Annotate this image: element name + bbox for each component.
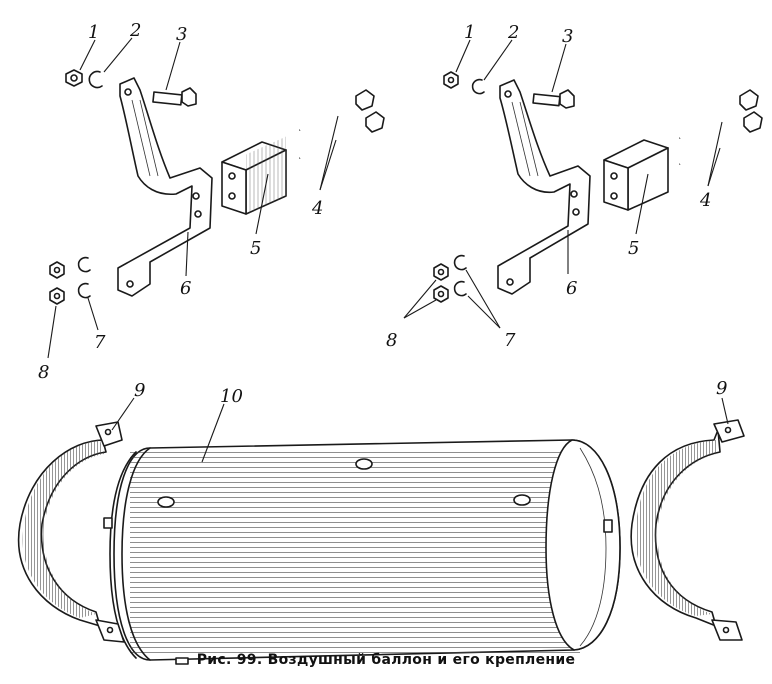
callout-5-left: 5 (250, 238, 261, 259)
callout-10: 10 (220, 386, 243, 407)
callout-6-right: 6 (566, 278, 577, 299)
callout-8-right: 8 (386, 330, 397, 351)
left-bracket-assembly (47, 37, 385, 359)
callout-9-left: 9 (134, 380, 145, 401)
callout-3-right: 3 (562, 26, 573, 47)
callout-labels: 1 2 3 4 5 6 7 8 1 2 3 4 5 6 7 8 9 9 10 (38, 20, 727, 407)
bracket-part-6-right (497, 79, 591, 295)
bracket-part-6-left (117, 77, 213, 297)
callout-3-left: 3 (176, 24, 187, 45)
nut-part-8a-left (49, 261, 65, 279)
callout-4-left: 4 (311, 198, 323, 219)
clamp-strap-part-9-right (630, 397, 745, 641)
callout-1-right: 1 (464, 22, 475, 43)
callout-5-right: 5 (628, 238, 639, 259)
nut-part-8a-right (433, 263, 449, 281)
washer-part-7a-right (453, 254, 467, 271)
washer-part-7a-left (77, 256, 91, 273)
nut-part-8b-right (433, 285, 449, 303)
callout-8-left: 8 (38, 362, 49, 383)
callout-1-left: 1 (88, 22, 99, 43)
long-bolt-part-4b-left (298, 111, 385, 161)
long-bolt-part-4a-left (298, 89, 375, 133)
washer-part-2-left (88, 70, 103, 89)
right-bracket-assembly (403, 39, 763, 329)
washer-part-7b-right (453, 280, 467, 297)
clamp-strap-part-9-left (17, 397, 135, 643)
nut-part-1-left (65, 69, 83, 87)
rubber-block-part-5-right (603, 139, 669, 211)
washer-part-2-right (471, 78, 485, 95)
callout-2-right: 2 (507, 22, 519, 43)
nut-part-1-right (443, 71, 459, 89)
callout-6-left: 6 (180, 278, 191, 299)
bolt-part-3-left (152, 87, 197, 107)
air-tank-part-10 (103, 403, 621, 665)
rubber-block-part-5-left (221, 136, 287, 215)
bolt-part-3-right (532, 89, 575, 109)
callout-7-right: 7 (504, 330, 516, 351)
callout-9-right: 9 (716, 378, 727, 399)
callout-7-left: 7 (94, 332, 106, 353)
washer-part-7b-left (77, 282, 91, 299)
long-bolt-part-4a-right (678, 89, 759, 141)
nut-part-8b-left (49, 287, 65, 305)
callout-2-left: 2 (129, 20, 141, 41)
callout-4-right: 4 (699, 190, 711, 211)
figure-caption: Рис. 99. Воздушный баллон и его креплени… (196, 652, 576, 668)
long-bolt-part-4b-right (678, 111, 763, 167)
